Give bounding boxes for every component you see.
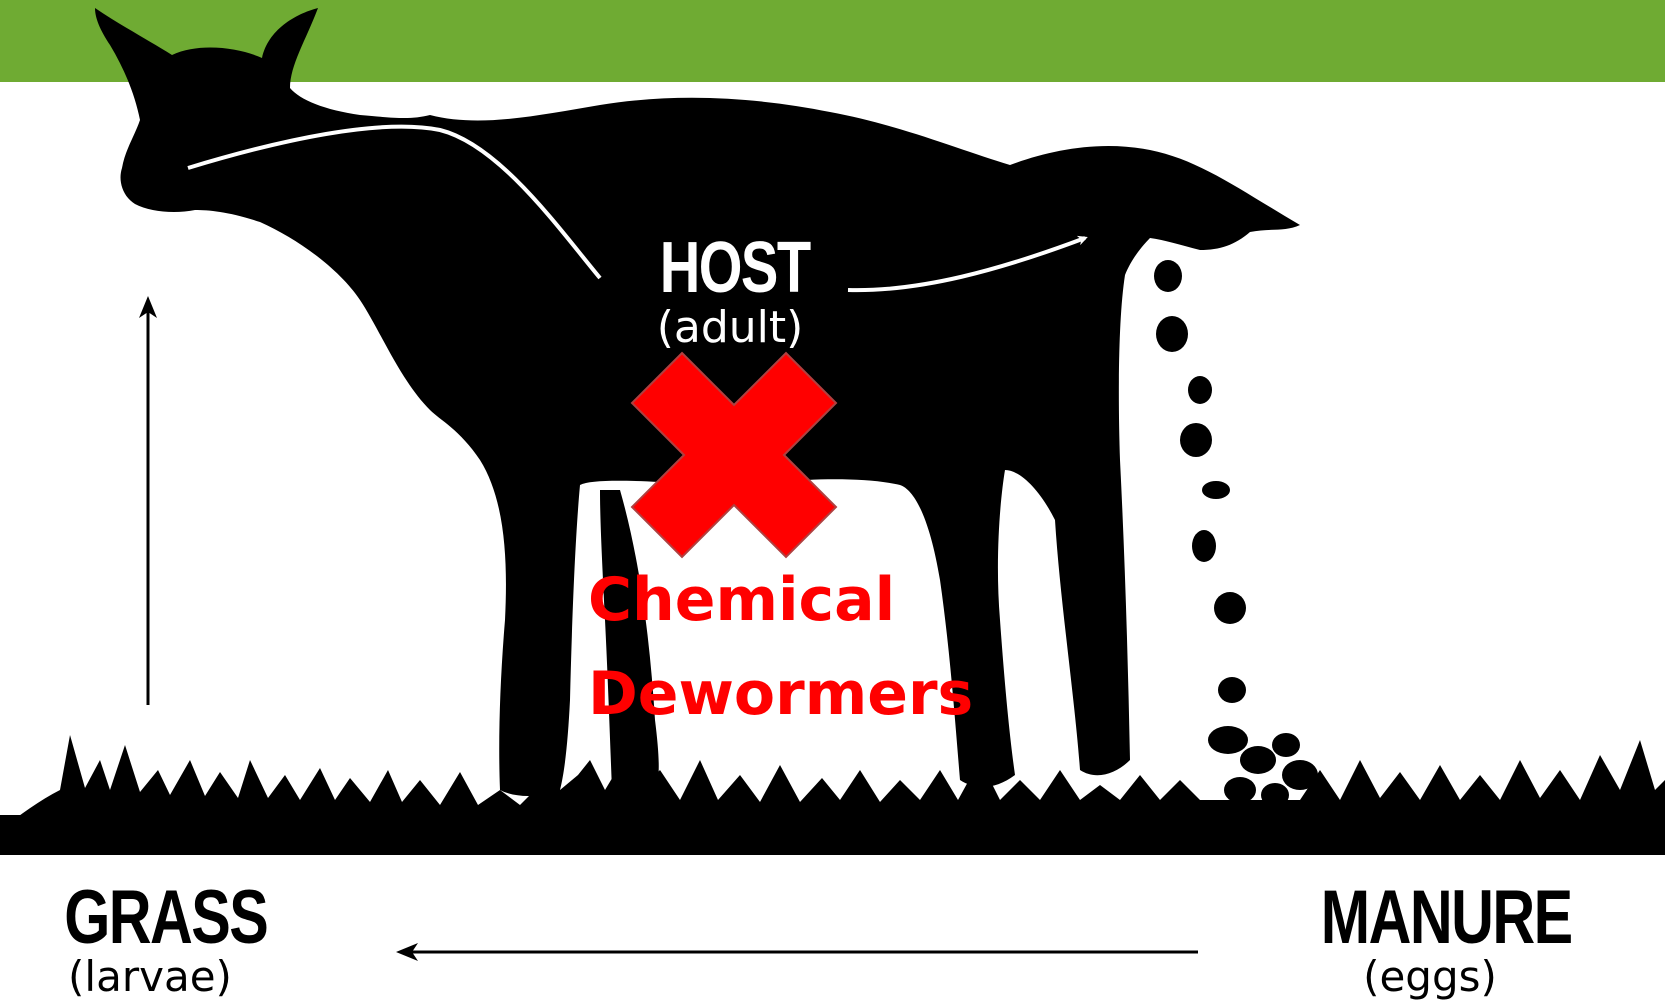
grass-title: GRASS <box>64 880 236 956</box>
host-subtitle: (adult) <box>640 306 820 350</box>
intervention-line2: Dewormers <box>588 664 973 724</box>
grass-label: GRASS (larvae) <box>40 880 260 998</box>
manure-label: MANURE (eggs) <box>1290 880 1570 998</box>
intervention-label: Chemical Dewormers <box>588 570 973 724</box>
grass-silhouette <box>0 735 1665 855</box>
manure-subtitle: (eggs) <box>1290 956 1570 998</box>
grass-subtitle: (larvae) <box>40 956 260 998</box>
host-label: HOST (adult) <box>640 232 820 350</box>
host-title: HOST <box>660 232 800 304</box>
manure-title: MANURE <box>1321 880 1539 956</box>
manure-pellets <box>1154 260 1318 807</box>
intervention-line1: Chemical <box>588 570 973 630</box>
